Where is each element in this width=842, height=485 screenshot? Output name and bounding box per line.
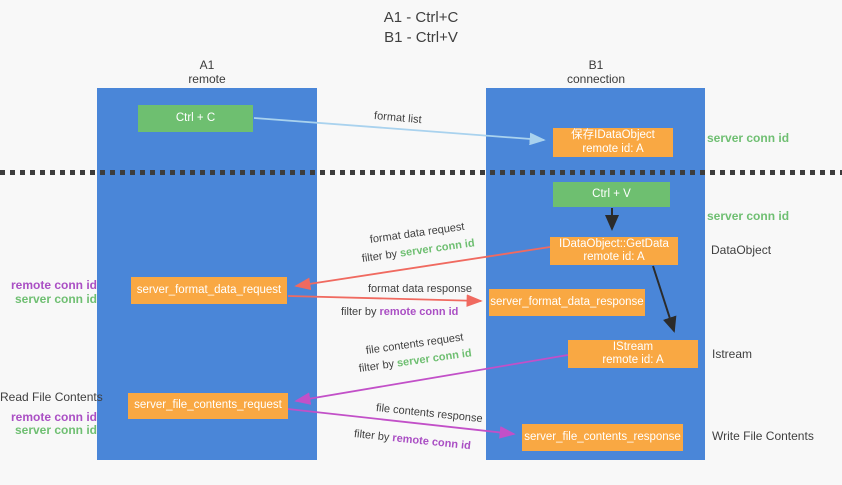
annotation-remote-conn-id-left-1: remote conn id	[10, 278, 97, 292]
node-istream[interactable]: IStream remote id: A	[568, 340, 698, 368]
dotted-separator	[0, 170, 842, 175]
node-server-file-contents-response[interactable]: server_file_contents_response	[522, 424, 683, 451]
annotation-istream: Istream	[712, 347, 753, 361]
node-idataobject-getdata[interactable]: IDataObject::GetData remote id: A	[550, 237, 678, 265]
node-istream-line2: remote id: A	[602, 354, 664, 366]
annotation-server-conn-id-right-mid: server conn id	[707, 209, 790, 223]
annotation-dataobject: DataObject	[711, 243, 772, 257]
annotation-write-file-contents: Write File Contents	[712, 429, 814, 443]
node-server-file-contents-response-label: server_file_contents_response	[524, 430, 681, 443]
lifeline-b1-id: B1	[588, 58, 604, 72]
node-server-format-data-request-label: server_format_data_request	[136, 283, 282, 296]
node-ctrl-c-label: Ctrl + C	[175, 111, 216, 124]
filter-by-text: filter by	[341, 306, 377, 318]
lifeline-a1-role: remote	[188, 72, 226, 86]
node-ctrl-c[interactable]: Ctrl + C	[138, 105, 253, 132]
annotation-remote-conn-id-left-2: remote conn id	[10, 409, 97, 424]
node-ctrl-v-label: Ctrl + V	[592, 187, 631, 200]
label-format-list: format list	[373, 110, 423, 127]
node-server-file-contents-request-label: server_file_contents_request	[134, 399, 282, 412]
lifeline-b1-role: connection	[566, 72, 626, 86]
lifeline-a1-id: A1	[199, 58, 215, 72]
filter-by-text: filter by	[358, 358, 395, 375]
annotation-left-read-file-contents-group: Read File Contents remote conn id server…	[0, 390, 103, 438]
filter-by-text: filter by	[353, 428, 390, 444]
node-server-format-data-request[interactable]: server_format_data_request	[131, 277, 287, 304]
node-server-format-data-response[interactable]: server_format_data_response	[489, 289, 645, 316]
node-idataobject-getdata-line2: remote id: A	[583, 251, 645, 263]
label-file-contents-response: file contents response	[375, 402, 484, 426]
label-filter-by-remote-conn-id-2: filter by remote conn id	[353, 428, 471, 453]
remote-conn-id-text: remote conn id	[391, 432, 472, 453]
title-line-1: A1 - Ctrl+C	[383, 9, 459, 26]
remote-conn-id-text: remote conn id	[379, 306, 459, 318]
lifeline-header-b1: B1 connection	[536, 58, 656, 86]
annotation-read-file-contents: Read File Contents	[0, 390, 103, 404]
filter-by-text: filter by	[361, 248, 398, 265]
title-line-2: B1 - Ctrl+V	[384, 29, 458, 46]
node-save-idataobject-line1: 保存IDataObject	[571, 129, 655, 141]
annotation-server-conn-id-left-1: server conn id	[14, 291, 97, 306]
label-filter-by-remote-conn-id-1: filter by remote conn id	[341, 306, 458, 319]
annotation-server-conn-id-left-2: server conn id	[14, 423, 97, 437]
node-server-file-contents-request[interactable]: server_file_contents_request	[128, 393, 288, 419]
node-istream-line1: IStream	[612, 340, 654, 353]
annotation-server-conn-id-right-top: server conn id	[707, 131, 790, 145]
annotation-left-conn-ids-top: remote conn id server conn id	[0, 278, 97, 306]
diagram-title: A1 - Ctrl+C B1 - Ctrl+V	[0, 8, 842, 48]
node-ctrl-v[interactable]: Ctrl + V	[553, 182, 670, 207]
node-idataobject-getdata-line1: IDataObject::GetData	[559, 237, 669, 250]
node-save-idataobject[interactable]: 保存IDataObject remote id: A	[553, 128, 673, 157]
node-server-format-data-response-label: server_format_data_response	[490, 295, 644, 308]
node-save-idataobject-line2: remote id: A	[582, 142, 644, 155]
lifeline-header-a1: A1 remote	[147, 58, 267, 86]
label-format-data-response: format data response	[368, 283, 472, 295]
